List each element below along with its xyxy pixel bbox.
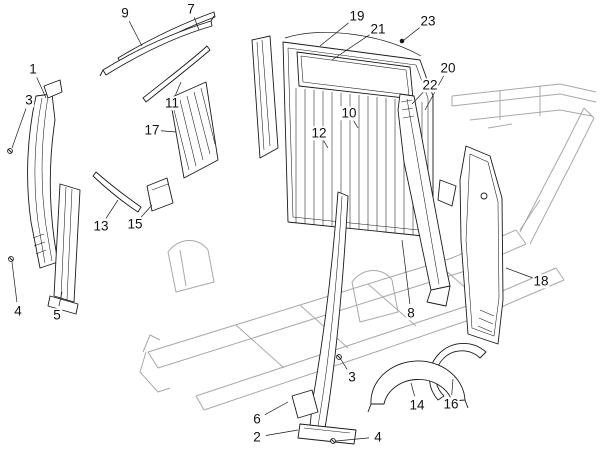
callout-3: 3 xyxy=(347,369,357,385)
bracket-15 xyxy=(146,177,174,212)
callout-6: 6 xyxy=(252,411,262,427)
callout-2: 2 xyxy=(252,429,262,445)
callout-9: 9 xyxy=(120,5,130,21)
chassis-frame xyxy=(139,83,597,411)
callout-21: 21 xyxy=(369,21,387,37)
right-inner-pillar xyxy=(397,93,457,307)
fastener-dot xyxy=(399,38,405,44)
callout-15: 15 xyxy=(126,216,144,232)
b-pillar-center xyxy=(291,191,357,445)
inner-pillar-5 xyxy=(47,183,81,315)
callout-14: 14 xyxy=(408,397,426,413)
callout-12: 12 xyxy=(310,125,328,141)
inner-pillar-strip xyxy=(251,35,279,159)
strip-13 xyxy=(92,171,142,213)
callout-11: 11 xyxy=(163,95,181,111)
callout-4: 4 xyxy=(373,429,383,445)
wheel-arches xyxy=(367,342,487,413)
callout-10: 10 xyxy=(340,105,358,121)
body-panels xyxy=(7,11,504,445)
callout-16: 16 xyxy=(442,396,460,412)
a-pillar-left xyxy=(27,79,63,269)
callout-22: 22 xyxy=(421,77,439,93)
callout-23: 23 xyxy=(419,13,437,29)
callout-1: 1 xyxy=(28,61,38,77)
pillar-panel-17 xyxy=(169,81,219,179)
callout-17: 17 xyxy=(143,122,161,138)
windshield-rails xyxy=(99,11,216,103)
callout-5: 5 xyxy=(52,307,62,323)
callout-7: 7 xyxy=(186,1,196,17)
callout-20: 20 xyxy=(439,60,457,76)
callout-19: 19 xyxy=(348,8,366,24)
callout-8: 8 xyxy=(406,305,416,321)
callout-13: 13 xyxy=(92,218,110,234)
callout-4: 4 xyxy=(13,303,23,319)
rear-cab-panel xyxy=(282,32,434,238)
callout-3: 3 xyxy=(24,92,34,108)
quarter-panel-18 xyxy=(459,145,504,345)
callout-18: 18 xyxy=(532,273,550,289)
fastener-screws xyxy=(7,148,342,444)
